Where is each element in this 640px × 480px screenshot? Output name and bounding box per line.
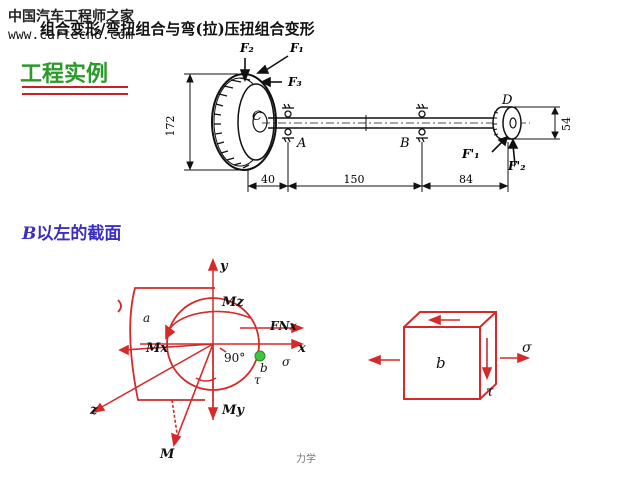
force-label-f3: F₃ <box>287 75 302 89</box>
heading-underline-2 <box>22 93 128 95</box>
pulley-d <box>492 106 522 140</box>
dimension-40: 40 <box>261 173 275 186</box>
footer-text: 力学 <box>296 454 316 465</box>
watermark-url: www.cartech8.com <box>8 28 134 43</box>
moment-label-my: My <box>221 403 245 418</box>
section-heading: B以左的截面 <box>22 219 121 244</box>
element-cube <box>403 311 497 400</box>
axis-label-y: y <box>219 259 229 274</box>
point-label-d: D <box>501 93 513 108</box>
point-b-marker <box>254 350 266 362</box>
point-label-a-section: a <box>143 311 150 325</box>
dimension-54: 54 <box>560 117 573 131</box>
point-label-a: A <box>296 136 306 151</box>
moment-label-mx: Mx <box>145 341 168 356</box>
gear <box>211 73 277 171</box>
pulley-force-arrows <box>491 135 519 166</box>
angle-label-90: 90° <box>224 351 245 365</box>
moment-label-m: M <box>159 447 175 462</box>
shaft <box>262 115 530 131</box>
dimension-84: 84 <box>459 173 473 186</box>
section-heading-text: 以左的截面 <box>36 224 122 244</box>
axis-label-z: z <box>89 403 98 418</box>
force-label-f1: F₁ <box>289 41 304 55</box>
moment-vectors <box>118 310 305 447</box>
bearing-b <box>416 103 428 143</box>
dimension-150: 150 <box>344 173 365 186</box>
force-label-f2-prime: F'₂ <box>507 159 525 173</box>
axis-label-x: x <box>297 341 306 356</box>
slide-title: 组合变形/弯扭组合与弯(拉)压扭组合变形 <box>40 20 315 38</box>
heading-engineering-example: 工程实例 <box>20 62 109 87</box>
element-stress-arrows <box>367 314 531 381</box>
force-label-f1-prime: F'₁ <box>461 147 479 161</box>
stress-label-sigma-section: σ <box>282 355 291 369</box>
point-label-b: B <box>399 136 410 151</box>
dimension-lines <box>184 73 560 192</box>
heading-underline-1 <box>22 86 128 88</box>
point-label-b-section: b <box>260 361 268 375</box>
bearing-a <box>282 103 294 143</box>
stress-label-tau-section: τ <box>254 373 261 387</box>
point-label-c: C <box>252 109 262 124</box>
moment-label-mz: Mz <box>221 295 244 310</box>
gear-force-arrows <box>239 55 289 88</box>
element-stress-label-tau: τ <box>486 384 494 400</box>
dimension-172: 172 <box>164 116 177 137</box>
force-label-fnx: FNx <box>269 319 297 333</box>
watermark-site-name: 中国汽车工程师之家 <box>8 9 134 25</box>
section-point-label: B <box>22 224 37 244</box>
element-stress-label-sigma: σ <box>522 340 532 356</box>
element-point-label-b: b <box>436 354 446 372</box>
force-label-f2: F₂ <box>239 41 254 55</box>
